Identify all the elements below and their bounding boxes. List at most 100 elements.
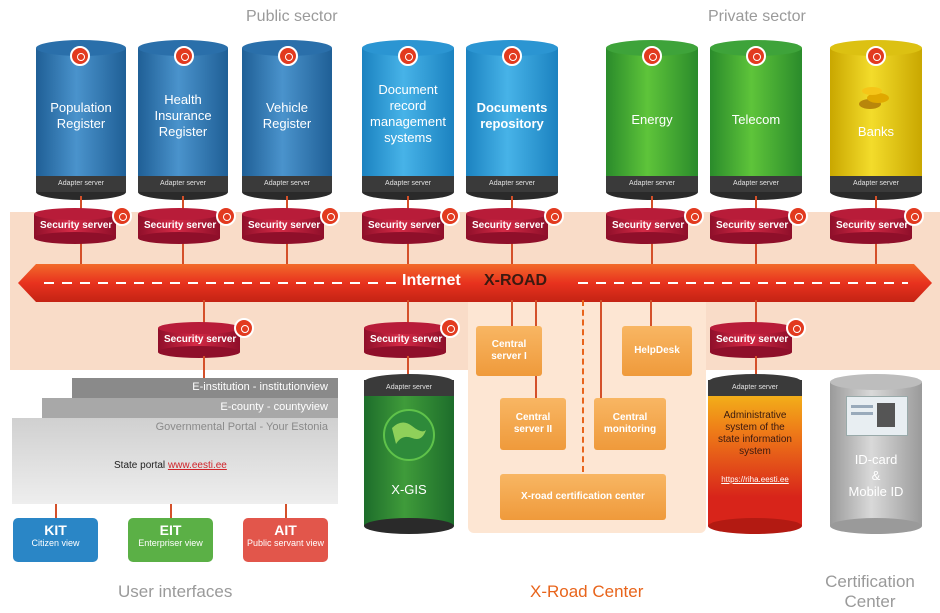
id-card-icon	[846, 396, 908, 436]
adapter-server-label: Adapter server	[466, 176, 558, 192]
ait-label: AIT	[274, 522, 297, 538]
connector-line	[203, 300, 205, 328]
security-server-label: Security server	[612, 220, 685, 231]
lock-icon	[786, 318, 806, 338]
lock-icon	[440, 206, 460, 226]
security-server-label: Security server	[836, 220, 909, 231]
security-server: Security server	[830, 208, 912, 244]
admin-system-label: Administrative system of the state infor…	[718, 410, 792, 457]
lock-icon	[278, 46, 298, 66]
adapter-server-label: Adapter server	[364, 380, 454, 396]
security-server-label: Security server	[368, 220, 441, 231]
e-institution-row: E-institution - institutionview	[72, 378, 338, 398]
register-label: Document record management systems	[370, 82, 446, 145]
security-server-label: Security server	[370, 334, 443, 345]
lock-icon	[320, 206, 340, 226]
lock-icon	[234, 318, 254, 338]
certification-center-title: Certification Center	[825, 572, 915, 611]
coins-icon	[858, 82, 892, 112]
security-server: Security server	[710, 208, 792, 244]
lock-icon	[70, 46, 90, 66]
lock-icon	[684, 206, 704, 226]
connector-line	[407, 300, 409, 328]
ait-public-servant-view[interactable]: AIT Public servant view	[243, 518, 328, 562]
documents-repository-db: Documents repository Adapter server	[466, 40, 558, 200]
riha-link[interactable]: https://riha.eesti.ee	[721, 475, 789, 484]
security-server: Security server	[138, 208, 220, 244]
security-server-label: Security server	[40, 220, 113, 231]
eit-enterpriser-view[interactable]: EIT Enterpriser view	[128, 518, 213, 562]
lock-icon	[216, 206, 236, 226]
user-interfaces-title: User interfaces	[118, 582, 233, 601]
health-insurance-register-db: Health Insurance Register Adapter server	[138, 40, 228, 200]
lock-icon	[866, 46, 886, 66]
security-server: Security server	[364, 322, 446, 358]
register-label: Vehicle Register	[262, 100, 312, 131]
security-server: Security server	[710, 322, 792, 358]
administrative-system-db: Adapter server Administrative system of …	[708, 374, 802, 534]
connector-line	[755, 356, 757, 376]
state-portal-text: State portal www.eesti.ee	[114, 460, 227, 471]
public-sector-title: Public sector	[246, 8, 338, 25]
population-register-db: Population Register Adapter server	[36, 40, 126, 200]
dashed-divider	[582, 300, 584, 472]
lock-icon	[788, 206, 808, 226]
lock-icon	[502, 46, 522, 66]
kit-citizen-view[interactable]: KIT Citizen view	[13, 518, 98, 562]
lock-icon	[398, 46, 418, 66]
globe-icon	[382, 408, 436, 462]
vehicle-register-db: Vehicle Register Adapter server	[242, 40, 332, 200]
central-monitoring: Central monitoring	[594, 398, 666, 450]
governmental-portal-panel: Governmental Portal - Your Estonia	[12, 418, 338, 504]
e-county-row: E-county - countyview	[42, 398, 338, 418]
state-portal-label: State portal	[114, 460, 166, 471]
connector-line	[755, 300, 757, 328]
security-server-label: Security server	[248, 220, 321, 231]
register-label: Energy	[631, 112, 673, 127]
ait-sub-label: Public servant view	[246, 538, 325, 548]
adapter-server-label: Adapter server	[710, 176, 802, 192]
register-label: Documents repository	[476, 100, 548, 131]
security-server: Security server	[362, 208, 444, 244]
security-server-label: Security server	[164, 334, 237, 345]
central-server-2: Central server II	[500, 398, 566, 450]
security-server-label: Security server	[716, 334, 789, 345]
governmental-portal-title: Governmental Portal - Your Estonia	[155, 421, 328, 433]
eit-sub-label: Enterpriser view	[138, 538, 203, 548]
adapter-server-label: Adapter server	[138, 176, 228, 192]
register-label: Health Insurance Register	[154, 92, 212, 139]
security-server: Security server	[242, 208, 324, 244]
register-label: Banks	[857, 124, 895, 139]
x-road-label: X-ROAD	[484, 272, 548, 289]
adapter-server-label: Adapter server	[362, 176, 454, 192]
connector-line	[285, 504, 287, 518]
security-server-label: Security server	[144, 220, 217, 231]
adapter-server-label: Adapter server	[36, 176, 126, 192]
kit-label: KIT	[44, 522, 67, 538]
connector-line	[203, 356, 205, 378]
x-road-certification-center: X-road certification center	[500, 474, 666, 520]
x-gis-db: Adapter server X-GIS	[364, 374, 454, 534]
eesti-ee-link[interactable]: www.eesti.ee	[167, 460, 227, 471]
x-road-arrow	[18, 264, 932, 302]
security-server: Security server	[34, 208, 116, 244]
kit-sub-label: Citizen view	[31, 538, 80, 548]
x-road-center-title: X-Road Center	[530, 582, 644, 601]
lock-icon	[904, 206, 924, 226]
lock-icon	[746, 46, 766, 66]
security-server: Security server	[606, 208, 688, 244]
register-label: Population Register	[50, 100, 112, 131]
lock-icon	[642, 46, 662, 66]
adapter-server-label: Adapter server	[242, 176, 332, 192]
internet-label: Internet	[402, 272, 461, 289]
adapter-server-label: Adapter server	[708, 380, 802, 396]
security-server: Security server	[466, 208, 548, 244]
security-server: Security server	[158, 322, 240, 358]
connector-line	[650, 300, 652, 328]
telecom-db: Telecom Adapter server	[710, 40, 802, 200]
banks-db: Banks Adapter server	[830, 40, 922, 200]
id-card-db: ID-card & Mobile ID	[830, 374, 922, 534]
lock-icon	[544, 206, 564, 226]
security-server-label: Security server	[472, 220, 545, 231]
central-server-1: Central server I	[476, 326, 542, 376]
